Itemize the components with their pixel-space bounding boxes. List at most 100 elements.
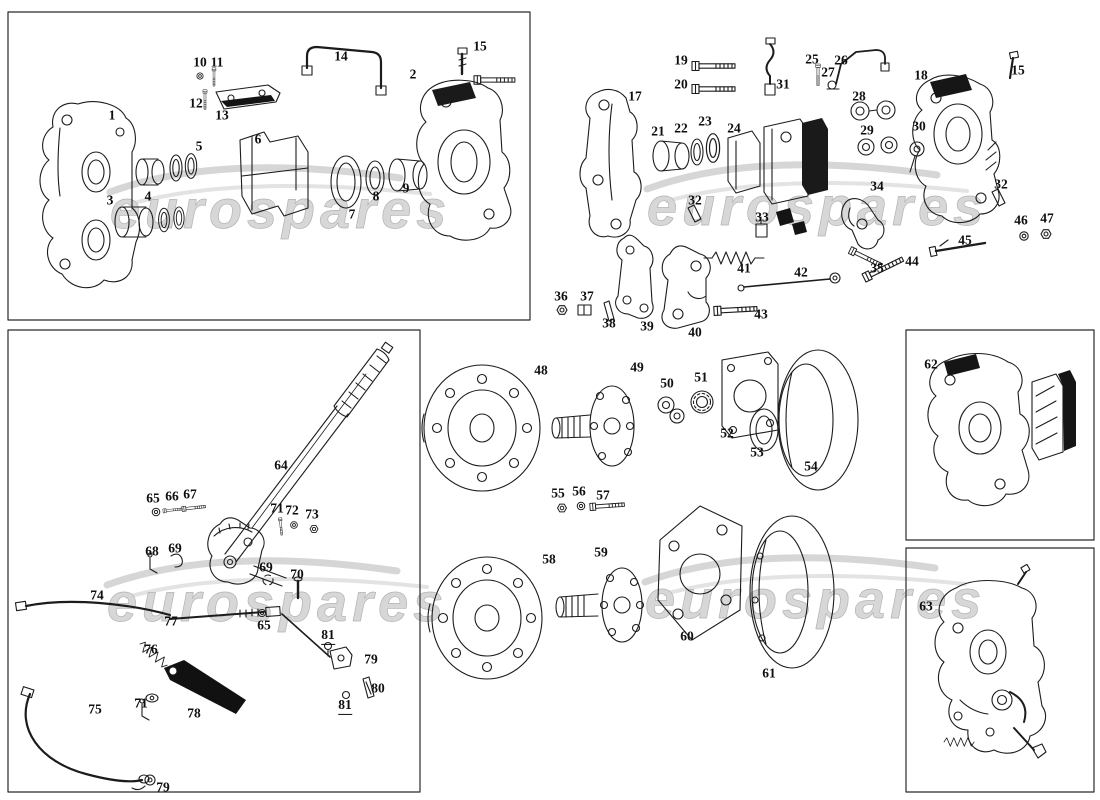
part-callout: 60 [680, 628, 694, 644]
watermark-logo: eurospares [641, 554, 986, 630]
part-callout: 63 [919, 598, 933, 614]
part-callout: 20 [674, 76, 688, 92]
part-callout: 72 [285, 502, 299, 518]
part-callout: 46 [1014, 212, 1028, 228]
part-callout: 59 [594, 544, 608, 560]
part-callout: 33 [755, 209, 769, 225]
part-callout: 9 [402, 180, 410, 196]
part-callout: 73 [305, 506, 319, 522]
part-callout: 10 [193, 54, 207, 70]
part-callout: 32 [688, 192, 702, 208]
watermark-text: eurospares [645, 570, 986, 630]
part-callout: 15 [473, 38, 487, 54]
part-callout: 6 [254, 131, 262, 147]
part-callout: 12 [189, 95, 203, 111]
part-callout: 80 [371, 680, 385, 696]
part-callout: 48 [534, 362, 548, 378]
handbrake-box [7, 329, 421, 793]
watermark-logo: eurospares [103, 557, 448, 633]
part-callout: 22 [674, 120, 688, 136]
front-caliper-assembly-drawing [39, 45, 516, 289]
caliper-63-drawing [934, 563, 1047, 759]
part-callout: 4 [144, 188, 152, 204]
part-callout: 41 [737, 260, 751, 276]
part-callout: 69 [168, 540, 182, 556]
front-left-caliper-box [7, 11, 531, 321]
part-callout: 30 [912, 118, 926, 134]
part-callout: 35 [870, 260, 884, 276]
part-callout: 39 [640, 318, 654, 334]
part-callout: 15 [1011, 62, 1025, 78]
part-callout: 65 [146, 490, 160, 506]
watermark-text: eurospares [107, 573, 448, 633]
part-callout: 11 [210, 54, 224, 70]
part-callout: 62 [924, 356, 938, 372]
disc-hub-assembly-drawing [421, 349, 859, 680]
part-callout: 81 [338, 698, 352, 715]
part-callout: 17 [628, 88, 642, 104]
part-callout: 32 [994, 176, 1008, 192]
part-callout: 13 [215, 107, 229, 123]
part-callout: 26 [834, 52, 848, 68]
part-callout: 74 [90, 587, 104, 603]
part-callout: 55 [551, 485, 565, 501]
part-callout: 7 [348, 206, 356, 222]
part-callout: 61 [762, 665, 776, 681]
part-callout: 79 [364, 651, 378, 667]
handbrake-assembly-drawing [14, 341, 394, 791]
part-callout: 69 [259, 559, 273, 575]
part-callout: 57 [596, 487, 610, 503]
part-callout: 58 [542, 551, 556, 567]
part-callout: 71 [134, 695, 148, 711]
part-callout: 68 [145, 543, 159, 559]
part-callout: 51 [694, 369, 708, 385]
caliper-62-box [905, 329, 1095, 541]
part-callout: 25 [805, 51, 819, 67]
part-callout: 42 [794, 264, 808, 280]
part-callout: 27 [821, 64, 835, 80]
part-callout: 78 [187, 705, 201, 721]
part-callout: 56 [572, 483, 586, 499]
part-callout: 2 [409, 66, 417, 82]
watermark-text: eurospares [110, 180, 451, 240]
part-callout: 66 [165, 488, 179, 504]
part-callout: 47 [1040, 210, 1054, 226]
caliper-62-drawing [927, 353, 1076, 507]
part-callout: 65 [257, 617, 271, 633]
part-callout: 34 [870, 178, 884, 194]
frame-boxes [7, 11, 1095, 793]
part-callout: 5 [195, 138, 203, 154]
part-callout: 54 [804, 458, 818, 474]
part-callout: 49 [630, 359, 644, 375]
right-front-caliper-assembly-drawing [556, 37, 1052, 329]
part-callout: 40 [688, 324, 702, 340]
part-callout: 3 [106, 192, 114, 208]
part-callout: 36 [554, 288, 568, 304]
part-callout: 44 [905, 253, 919, 269]
caliper-63-box [905, 547, 1095, 793]
part-callout: 14 [334, 48, 348, 64]
watermark-logo: eurospares [106, 164, 451, 240]
part-callout: 70 [290, 566, 304, 582]
part-callout: 50 [660, 375, 674, 391]
part-callout: 71 [270, 500, 284, 516]
part-callout: 29 [860, 122, 874, 138]
part-callout: 31 [776, 76, 790, 92]
part-callout: 1 [108, 107, 116, 123]
part-callout: 76 [144, 641, 158, 657]
part-callout: 52 [720, 425, 734, 441]
part-callout: 19 [674, 52, 688, 68]
part-callout: 8 [372, 188, 380, 204]
part-callout: 28 [852, 88, 866, 104]
part-callout: 21 [651, 123, 665, 139]
part-callout: 77 [164, 613, 178, 629]
part-callout: 67 [183, 486, 197, 502]
part-callout: 79 [156, 779, 170, 795]
part-callout: 53 [750, 444, 764, 460]
part-callout: 43 [754, 306, 768, 322]
part-callout: 81 [321, 628, 335, 645]
part-callout: 64 [274, 457, 288, 473]
